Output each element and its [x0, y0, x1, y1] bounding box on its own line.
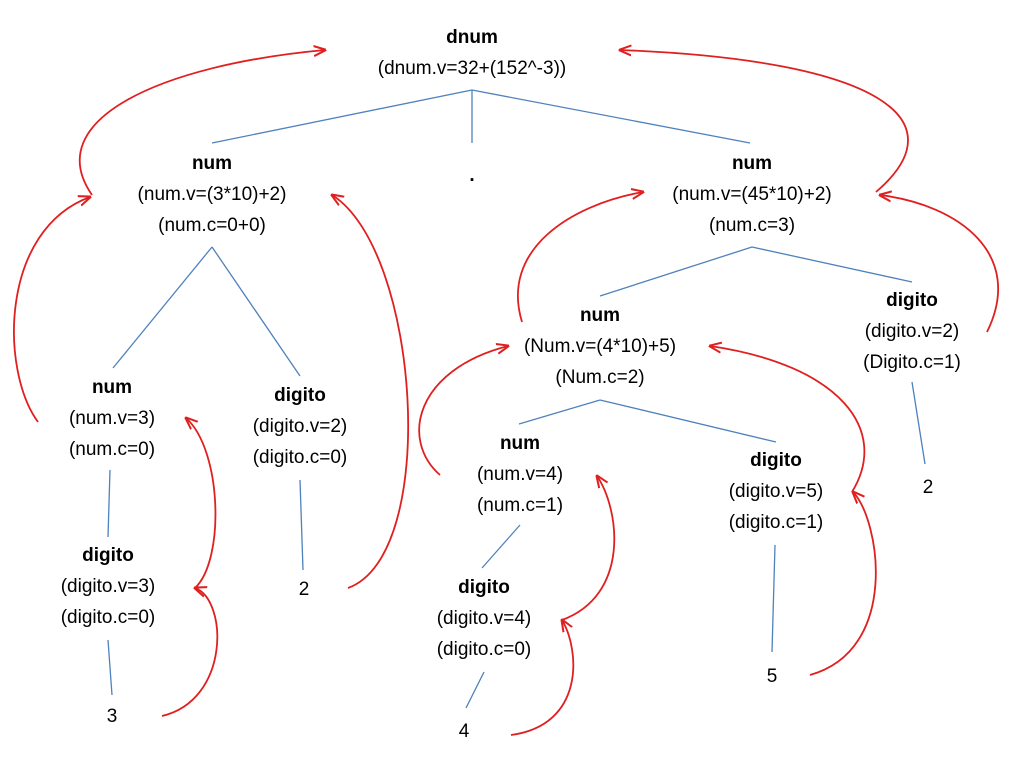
- node-attr-line: (dnum.v=32+(152^-3)): [377, 58, 567, 79]
- node-attr-line: (num.c=0): [68, 439, 156, 460]
- node-digito-left-right: digito (digito.v=2) (digito.c=0): [253, 380, 348, 473]
- edge-numrl-digito: [599, 399, 777, 443]
- node-dnum-root: dnum (dnum.v=32+(152^-3)): [378, 22, 566, 84]
- node-digito-left-left: digito (digito.v=3) (digito.c=0): [61, 540, 156, 633]
- node-title: digito: [274, 385, 326, 406]
- attr-arrow-numrll-numrl: [418, 346, 508, 476]
- leaf-4: 4: [458, 721, 470, 742]
- node-attr-line: (digito.v=4): [436, 608, 532, 629]
- attr-arrow-diglr-numleft: [332, 195, 410, 589]
- node-digito-right-left-left: digito (digito.v=4) (digito.c=0): [437, 572, 532, 665]
- node-num-left: num (num.v=(3*10)+2) (num.c=0+0): [138, 148, 287, 241]
- node-title: digito: [886, 290, 938, 311]
- node-num-right-left: num (Num.v=(4*10)+5) (Num.c=2): [524, 300, 676, 393]
- attr-arrow-leaf5-digrlr: [809, 492, 877, 676]
- node-title: dnum: [446, 27, 498, 48]
- node-attr-line: (digito.c=1): [728, 512, 824, 533]
- node-attr-line: (Num.c=2): [555, 367, 645, 388]
- node-attr-line: (digito.c=0): [60, 607, 156, 628]
- edge-root-num-left: [211, 89, 473, 144]
- attr-arrow-digll-numll: [186, 418, 217, 589]
- attr-arrow-numrl-numr: [516, 192, 643, 323]
- leaf-5: 5: [766, 666, 778, 687]
- node-attr-line: (digito.v=2): [252, 416, 348, 437]
- attr-arrow-numleft-root: [78, 50, 325, 196]
- node-attr-line: (digito.v=2): [864, 321, 960, 342]
- node-num-right-left-left: num (num.v=4) (num.c=1): [477, 428, 563, 521]
- node-title: num: [191, 153, 233, 174]
- node-title: num: [731, 153, 773, 174]
- node-attr-line: (num.v=(45*10)+2): [672, 184, 832, 205]
- node-attr-line: (num.v=3): [68, 408, 156, 429]
- attr-arrow-numll-numleft: [13, 197, 90, 423]
- node-attr-line: (num.v=(3*10)+2): [137, 184, 287, 205]
- node-attr-line: (digito.c=0): [252, 447, 348, 468]
- node-digito-right-right: digito (digito.v=2) (Digito.c=1): [863, 285, 961, 378]
- attr-arrow-numr-root: [620, 50, 909, 193]
- leaf-2-right: 2: [922, 477, 934, 498]
- node-title: num: [91, 377, 133, 398]
- attr-arrow-digrr-numr: [880, 195, 999, 333]
- leaf-2-left: 2: [298, 579, 310, 600]
- node-title: num: [499, 433, 541, 454]
- edge-numr-num: [599, 246, 753, 297]
- edge-numll-digito: [107, 469, 111, 538]
- node-attr-line: (num.v=4): [476, 464, 564, 485]
- node-attr-line: (num.c=3): [708, 215, 796, 236]
- attr-arrow-leaf3-digll: [161, 588, 219, 717]
- node-dot: .: [469, 160, 474, 191]
- edge-numrl-num: [518, 399, 601, 425]
- node-attr-line: (digito.v=5): [728, 481, 824, 502]
- edge-numrll-digito: [481, 524, 521, 569]
- node-num-left-left: num (num.v=3) (num.c=0): [69, 372, 155, 465]
- node-title: digito: [82, 545, 134, 566]
- node-title: digito: [458, 577, 510, 598]
- leaf-3: 3: [106, 706, 118, 727]
- node-title: num: [579, 305, 621, 326]
- edge-diglr-leaf: [299, 479, 304, 571]
- attr-arrow-digrll-numrll: [561, 476, 616, 621]
- node-digito-right-left-right: digito (digito.v=5) (digito.c=1): [729, 445, 824, 538]
- node-attr-line: (num.c=1): [476, 495, 564, 516]
- node-title: .: [469, 165, 475, 186]
- node-attr-line: (digito.v=3): [60, 576, 156, 597]
- attr-arrow-digrlr-numrl: [710, 346, 866, 493]
- edge-digll-leaf: [107, 639, 113, 696]
- node-attr-line: (digito.c=0): [436, 639, 532, 660]
- edge-digrll-leaf: [465, 671, 485, 709]
- node-title: digito: [750, 450, 802, 471]
- attr-arrow-leaf4-digrll: [510, 620, 575, 736]
- edge-numleft-num: [112, 246, 213, 369]
- edge-numr-digito: [751, 246, 913, 283]
- edge-digrlr-leaf: [771, 544, 776, 653]
- edge-digrr-leaf: [911, 381, 926, 465]
- edge-root-num-right: [471, 89, 751, 144]
- node-attr-line: (Num.v=(4*10)+5): [523, 336, 677, 357]
- node-num-right: num (num.v=(45*10)+2) (num.c=3): [672, 148, 831, 241]
- node-attr-line: (num.c=0+0): [158, 215, 266, 236]
- edge-numleft-digito: [211, 246, 301, 377]
- node-attr-line: (Digito.c=1): [863, 352, 961, 373]
